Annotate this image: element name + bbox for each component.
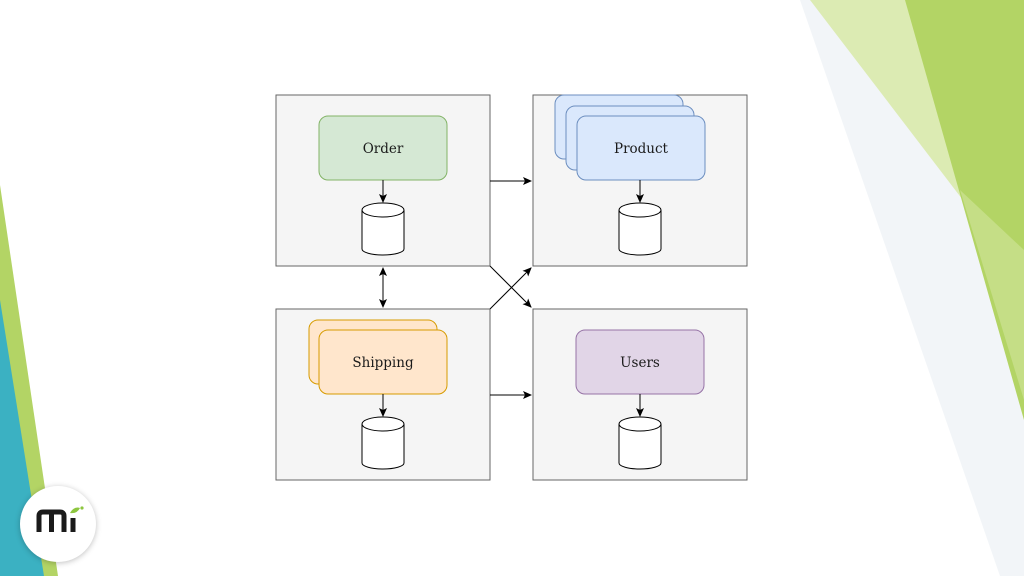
product-service-label: Product bbox=[614, 141, 669, 157]
order-to-users-arrow bbox=[489, 265, 532, 308]
order-service-label: Order bbox=[363, 141, 404, 157]
product-database-icon bbox=[618, 202, 662, 256]
logo-badge bbox=[20, 486, 96, 562]
deco-right-green-lower bbox=[960, 190, 1024, 400]
order-database-icon bbox=[361, 202, 405, 256]
shipping-to-product-arrow bbox=[489, 267, 532, 310]
shipping-database-icon bbox=[361, 416, 405, 470]
deco-right-green bbox=[905, 0, 1024, 420]
shipping-service-label: Shipping bbox=[352, 355, 414, 371]
users-service-label: Users bbox=[620, 355, 660, 371]
mi-logo-icon bbox=[36, 506, 84, 532]
product-service-box bbox=[576, 115, 706, 181]
users-database-icon bbox=[618, 416, 662, 470]
